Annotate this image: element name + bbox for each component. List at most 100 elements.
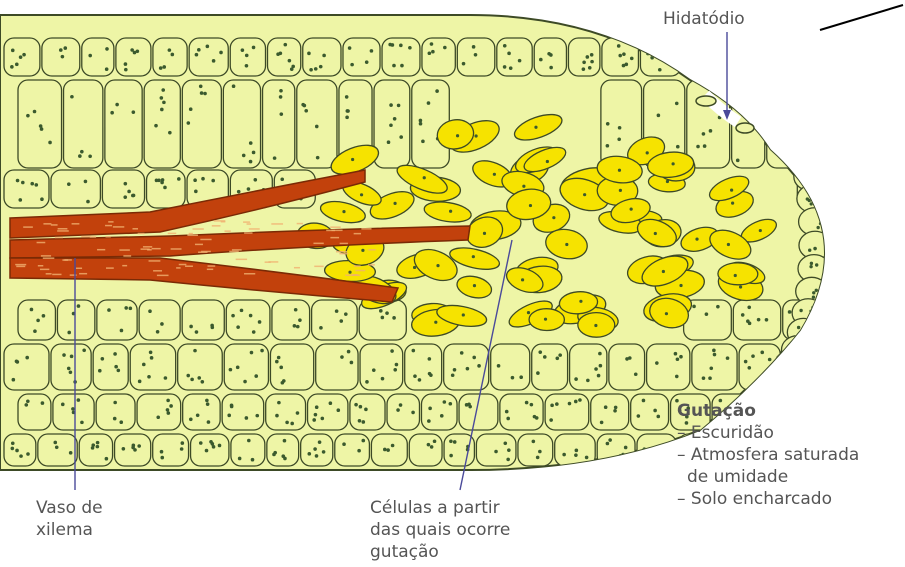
parenchyma-cell xyxy=(223,80,260,168)
chloroplast xyxy=(19,55,23,59)
parenchyma-cell xyxy=(405,344,442,390)
chloroplast xyxy=(78,154,82,158)
chloroplast xyxy=(252,46,256,50)
parenchyma-cell xyxy=(312,300,358,340)
chloroplast xyxy=(549,53,553,57)
cell-nucleus xyxy=(434,321,437,324)
cell-nucleus xyxy=(449,210,452,213)
xylem-wall-thickening xyxy=(81,236,90,238)
xylem-wall-thickening xyxy=(314,266,323,268)
chloroplast xyxy=(809,265,812,268)
cell-nucleus xyxy=(730,189,733,192)
chloroplast xyxy=(782,110,785,113)
chloroplast xyxy=(646,454,650,458)
chloroplast xyxy=(160,456,164,460)
xylem-wall-thickening xyxy=(171,248,182,250)
chloroplast xyxy=(124,68,128,72)
chloroplast xyxy=(729,66,733,70)
chloroplast xyxy=(122,447,126,451)
chloroplast xyxy=(249,160,253,164)
xylem-wall-thickening xyxy=(152,248,161,250)
chloroplast xyxy=(133,51,137,55)
chloroplast xyxy=(25,356,29,360)
epidermal-cell xyxy=(763,85,795,113)
chloroplast xyxy=(189,325,193,329)
parenchyma-cell xyxy=(183,394,220,430)
chloroplast xyxy=(197,376,201,380)
parenchyma-cell xyxy=(316,344,358,390)
chloroplast xyxy=(628,356,632,360)
parenchyma-cell xyxy=(51,170,100,208)
chloroplast xyxy=(783,360,786,363)
chloroplast xyxy=(549,418,553,422)
chloroplast xyxy=(186,374,190,378)
chloroplast xyxy=(96,445,100,449)
chloroplast xyxy=(110,111,114,115)
cell-nucleus xyxy=(739,285,742,288)
parenchyma-cell xyxy=(189,38,228,76)
chloroplast xyxy=(900,324,904,328)
chloroplast xyxy=(900,367,904,371)
chloroplast xyxy=(199,84,203,88)
chloroplast xyxy=(427,101,431,105)
parenchyma-cell xyxy=(303,38,341,76)
chloroplast xyxy=(664,454,668,458)
chloroplast xyxy=(788,107,791,110)
chloroplast xyxy=(307,52,311,56)
chloroplast xyxy=(291,65,295,69)
parenchyma-cell xyxy=(518,434,553,466)
chloroplast xyxy=(408,46,412,50)
chloroplast xyxy=(798,43,802,47)
chloroplast xyxy=(712,349,716,353)
chloroplast xyxy=(346,109,350,113)
chloroplast xyxy=(893,443,897,447)
chloroplast xyxy=(786,85,790,89)
parenchyma-cell xyxy=(804,80,836,168)
chloroplast xyxy=(322,54,326,58)
chloroplast xyxy=(245,54,249,58)
chloroplast xyxy=(604,405,608,409)
chloroplast xyxy=(240,309,244,313)
chloroplast xyxy=(543,355,547,359)
chloroplast xyxy=(793,61,797,65)
parenchyma-cell xyxy=(57,300,94,340)
chloroplast xyxy=(443,46,447,50)
chloroplast xyxy=(195,53,199,57)
chloroplast xyxy=(582,60,586,64)
cell-nucleus xyxy=(594,324,597,327)
cell-nucleus xyxy=(534,126,537,129)
xylem-wall-thickening xyxy=(38,265,43,267)
chloroplast xyxy=(810,158,813,161)
chloroplast xyxy=(201,380,205,384)
cell-nucleus xyxy=(546,160,549,163)
chloroplast xyxy=(67,331,71,335)
chloroplast xyxy=(255,414,259,418)
chloroplast xyxy=(18,198,22,202)
chloroplast xyxy=(793,377,797,381)
chloroplast xyxy=(15,63,19,67)
chloroplast xyxy=(156,330,160,334)
chloroplast xyxy=(411,411,415,415)
chloroplast xyxy=(851,374,855,378)
chloroplast xyxy=(168,131,172,135)
chloroplast xyxy=(428,357,432,361)
chloroplast xyxy=(783,92,786,95)
chloroplast xyxy=(245,64,249,68)
chloroplast xyxy=(868,48,872,52)
chloroplast xyxy=(127,190,131,194)
vaso-line-1: Vaso de xyxy=(36,497,103,519)
chloroplast xyxy=(857,196,861,200)
parenchyma-cell xyxy=(308,394,348,430)
parenchyma-cell xyxy=(231,434,265,466)
cell-nucleus xyxy=(483,232,486,235)
epidermal-cell xyxy=(790,142,822,170)
parenchyma-cell xyxy=(637,434,676,466)
chloroplast xyxy=(798,48,802,52)
chloroplast xyxy=(249,141,253,145)
xylem-wall-thickening xyxy=(40,269,49,271)
chloroplast xyxy=(788,150,792,154)
chloroplast xyxy=(585,456,589,460)
chloroplast xyxy=(887,109,891,113)
parenchyma-cell xyxy=(898,170,905,208)
chloroplast xyxy=(11,441,15,445)
